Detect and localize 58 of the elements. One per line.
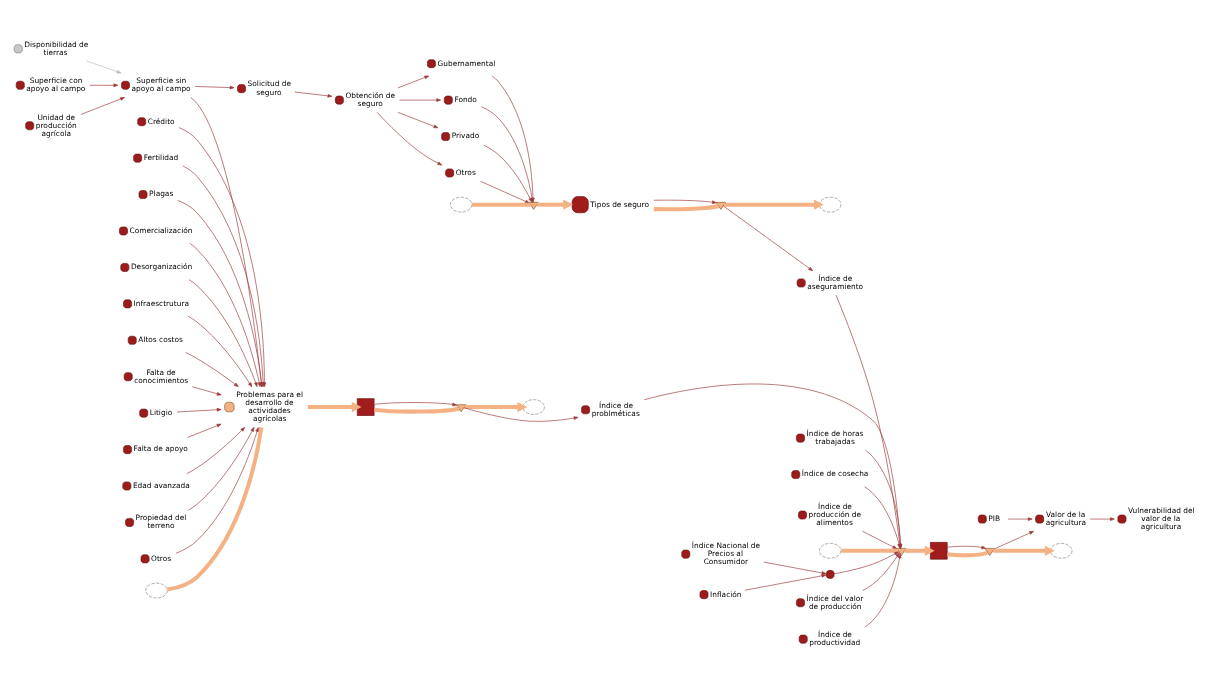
arrow — [653, 199, 717, 204]
arrow — [536, 199, 573, 210]
arrow — [724, 199, 824, 210]
arrow — [399, 98, 442, 102]
arrow — [192, 386, 222, 396]
arrow — [763, 561, 827, 575]
node-valve — [528, 202, 539, 210]
arrow — [188, 279, 258, 387]
arrow — [947, 545, 987, 550]
arrow — [187, 423, 222, 438]
arrow — [862, 552, 900, 591]
arrow — [1007, 517, 1033, 521]
arrow — [397, 75, 430, 89]
node-box — [356, 398, 375, 416]
arrow — [176, 408, 222, 413]
arrow — [864, 553, 902, 628]
arrow — [376, 111, 443, 166]
arrow — [294, 91, 333, 98]
arrow — [185, 352, 239, 387]
arrow — [463, 407, 579, 422]
connector — [374, 406, 460, 414]
arrow — [175, 427, 259, 554]
arrow — [194, 85, 235, 90]
connector — [841, 548, 898, 553]
arrow — [904, 545, 935, 556]
node-valve — [715, 202, 726, 210]
arrow — [188, 427, 255, 511]
node-cloud — [450, 196, 473, 213]
node-cloud — [522, 399, 545, 415]
arrow — [834, 551, 899, 575]
arrow — [464, 401, 528, 413]
node-box — [930, 542, 948, 560]
arrow — [86, 60, 122, 74]
node-cloud — [1050, 543, 1073, 559]
arrow — [744, 574, 827, 591]
arrow — [187, 315, 253, 388]
arrow — [89, 83, 119, 88]
arrow — [722, 205, 814, 272]
node-cloud — [145, 582, 168, 599]
node-circle — [825, 570, 835, 579]
arrow — [80, 97, 125, 115]
node-cloud — [819, 543, 842, 559]
arrow — [397, 112, 439, 129]
arrow — [186, 427, 246, 475]
arrow — [480, 180, 530, 204]
connector — [166, 427, 264, 592]
arrow — [1089, 517, 1115, 521]
connector — [653, 204, 719, 212]
arrow — [993, 530, 1034, 550]
node-valve — [456, 404, 467, 413]
connector — [947, 550, 989, 558]
connector — [472, 202, 531, 207]
arrow — [862, 530, 898, 550]
arrow — [374, 402, 457, 407]
arrow — [993, 545, 1055, 556]
node-valve — [984, 548, 995, 556]
node-cloud — [819, 196, 842, 213]
arrow — [307, 401, 362, 413]
